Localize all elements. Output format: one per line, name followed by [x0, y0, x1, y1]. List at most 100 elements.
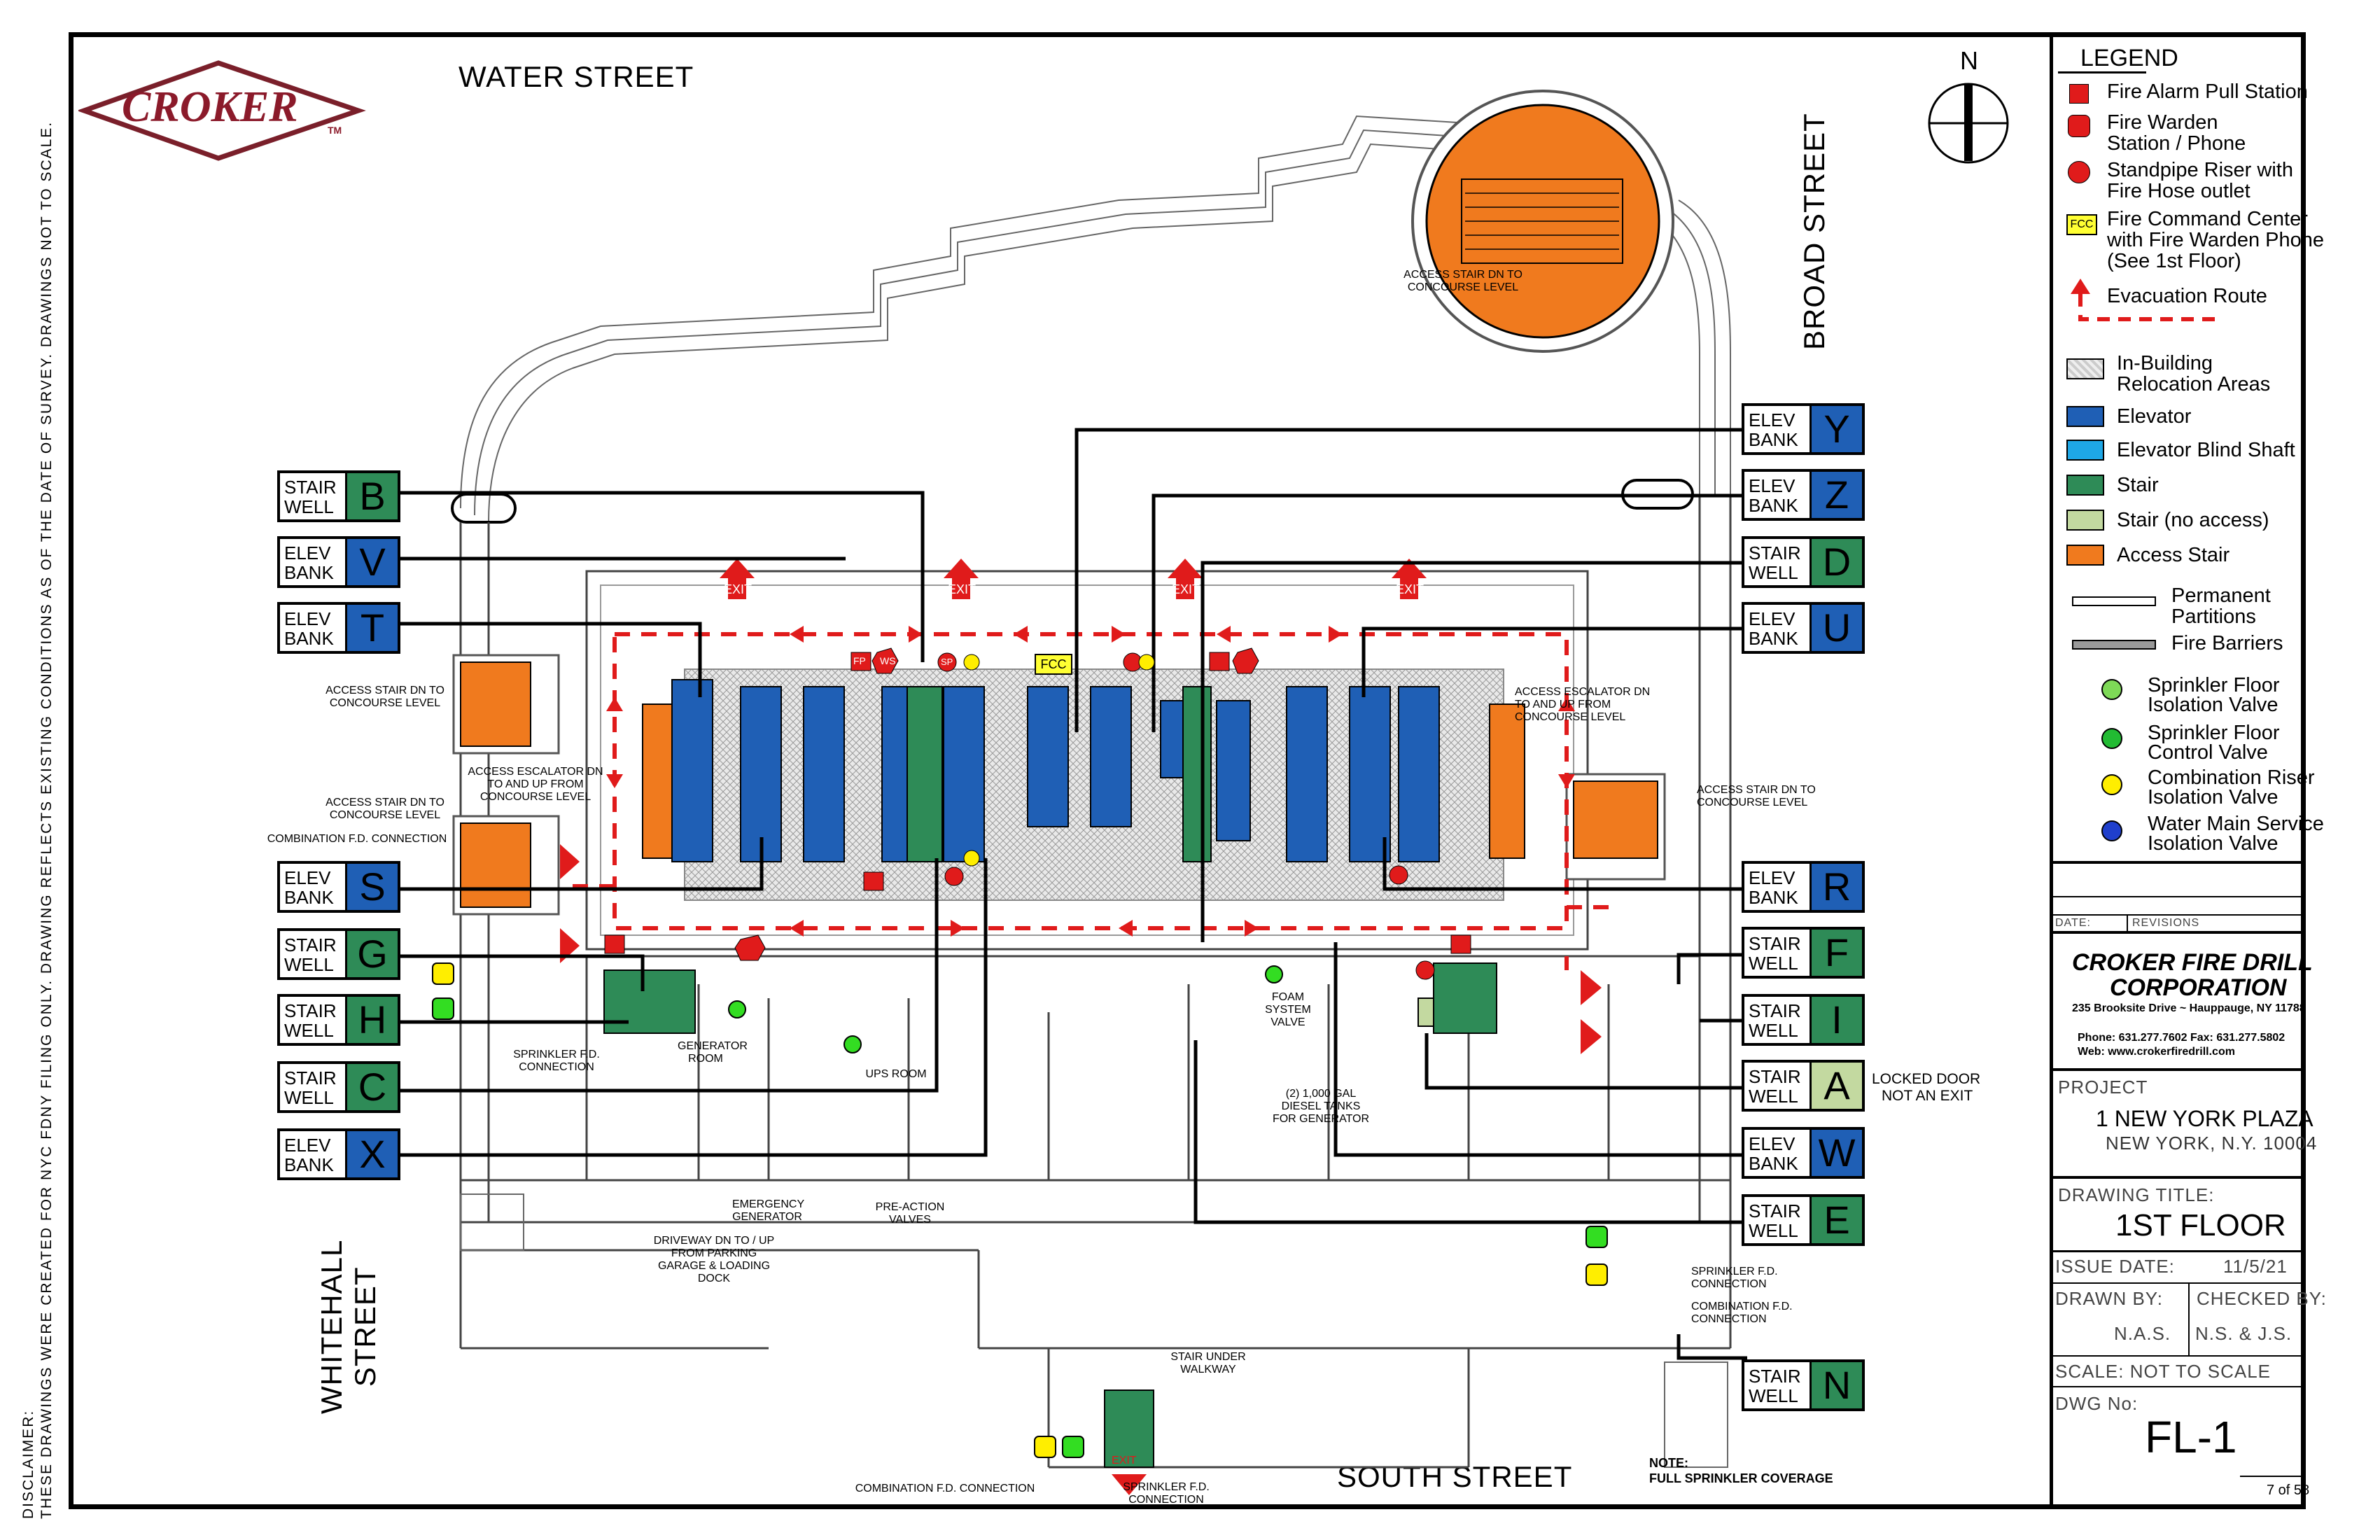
key-type: ELEV BANK: [280, 864, 347, 910]
key-letter: N: [1812, 1362, 1862, 1408]
note-combination-fd-right: COMBINATION F.D. CONNECTION: [1691, 1301, 1793, 1325]
tb-line-4: [2050, 931, 2306, 934]
key-letter: Z: [1812, 472, 1862, 518]
fp-label-1: FP: [853, 655, 866, 666]
standpipe-icon: [2068, 161, 2090, 183]
legend-access-stair: Access Stair: [2117, 544, 2230, 566]
legend-fcc-1: Fire Command Center: [2107, 208, 2308, 230]
key-letter: V: [347, 539, 398, 585]
legend-reloc-1: In-Building: [2117, 352, 2213, 374]
sprinkler-control-valve-icon: [2101, 728, 2122, 749]
key-type: ELEV BANK: [280, 539, 347, 585]
ws-label-1: WS: [880, 655, 896, 666]
relocation-swatch: [2066, 358, 2104, 379]
tb-revisions-label: REVISIONS: [2132, 917, 2200, 929]
key-type: STAIR WELL: [1744, 1362, 1812, 1408]
tb-company-2: CORPORATION: [2110, 974, 2287, 1001]
tb-line-3: [2050, 914, 2306, 916]
key-letter: R: [1812, 864, 1862, 910]
evac-arrows: [606, 626, 1575, 937]
disclaimer-title: DISCLAIMER:: [20, 1409, 36, 1519]
stair-no-access-a: [1418, 997, 1434, 1027]
key-type: ELEV BANK: [1744, 472, 1812, 518]
sheet-border: [69, 32, 2306, 1509]
exit-label-5: EXIT: [1112, 1455, 1137, 1466]
key-type: ELEV BANK: [1744, 864, 1812, 910]
legend-fcc-2: with Fire Warden Phone: [2107, 229, 2325, 251]
key-type: STAIR WELL: [280, 931, 347, 977]
tb-line-9: [2050, 1355, 2306, 1357]
key-letter: S: [347, 864, 398, 910]
fire-barrier-swatch: [2072, 640, 2156, 650]
tb-issue-date: 11/5/21: [2223, 1256, 2288, 1277]
note-emergency-generator: EMERGENCY GENERATOR: [732, 1198, 805, 1223]
tb-address: 235 Brooksite Drive ~ Hauppauge, NY 1178…: [2072, 1002, 2306, 1014]
note-diesel: (2) 1,000 GAL DIESEL TANKS FOR GENERATOR: [1272, 1088, 1370, 1125]
key-type: ELEV BANK: [1744, 406, 1812, 452]
round-access-stair: [1411, 90, 1674, 353]
fire-warden-icon: [2068, 115, 2090, 137]
tb-web: Web: www.crokerfiredrill.com: [2078, 1046, 2235, 1058]
legend-evac: Evacuation Route: [2107, 285, 2267, 307]
key-letter: T: [347, 605, 398, 651]
tb-line-5: [2050, 1068, 2306, 1071]
note-stair-under: STAIR UNDER WALKWAY: [1170, 1351, 1246, 1376]
note-generator-room: GENERATOR ROOM: [678, 1040, 748, 1065]
exit-label-1: EXIT: [724, 582, 752, 596]
key-letter: H: [347, 997, 398, 1043]
key-type: ELEV BANK: [280, 605, 347, 651]
key-type: ELEV BANK: [1744, 1130, 1812, 1176]
key-letter: Y: [1812, 406, 1862, 452]
tb-drawn-label: DRAWN BY:: [2055, 1288, 2163, 1309]
fire-alarm-icon: [2069, 84, 2089, 104]
note-access-stair-top: ACCESS STAIR DN TO CONCOURSE LEVEL: [1404, 269, 1522, 293]
sp-label-1: SP: [941, 657, 953, 667]
tb-checked: N.S. & J.S.: [2195, 1323, 2292, 1344]
note-access-stair-left2: ACCESS STAIR DN TO CONCOURSE LEVEL: [326, 797, 444, 821]
legend-sfiv-2: Isolation Valve: [2148, 694, 2278, 716]
sprinkler-isolation-valve-icon: [2101, 679, 2122, 700]
blind-shaft-swatch: [2066, 440, 2104, 461]
legend-standpipe-2: Fire Hose outlet: [2107, 180, 2250, 202]
tb-line-11: [2240, 1476, 2306, 1477]
legend-wms-1: Water Main Service: [2148, 813, 2324, 835]
key-type: STAIR WELL: [280, 997, 347, 1043]
note-combination-fd-left: COMBINATION F.D. CONNECTION: [267, 833, 447, 845]
croker-logo-diamond: [76, 60, 366, 161]
tb-drawing-title: 1ST FLOOR: [2115, 1208, 2286, 1242]
key-type: STAIR WELL: [1744, 1197, 1812, 1243]
note-sprinkler-fd-bottom: SPRINKLER F.D. CONNECTION: [1123, 1481, 1210, 1506]
tb-checked-label: CHECKED BY:: [2197, 1288, 2327, 1309]
legend-sfcv-2: Control Valve: [2148, 741, 2268, 764]
tb-dwg-label: DWG No:: [2055, 1393, 2138, 1414]
note-access-stair-right: ACCESS STAIR DN TO CONCOURSE LEVEL: [1697, 784, 1816, 808]
tb-line-1: [2050, 861, 2306, 864]
legend-criv-1: Combination Riser: [2148, 766, 2315, 789]
access-stairs-left: [452, 654, 678, 916]
legend-blind: Elevator Blind Shaft: [2117, 439, 2295, 461]
key-type: STAIR WELL: [1744, 997, 1812, 1043]
note-sprinkler-fd-left: SPRINKLER F.D. CONNECTION: [513, 1049, 600, 1073]
key-type: STAIR WELL: [280, 1064, 347, 1110]
permanent-partition-swatch: [2072, 596, 2156, 606]
evacuation-route-icon: [2071, 279, 2219, 321]
tb-company-1: CROKER FIRE DRILL: [2072, 949, 2313, 976]
note-sprinkler-fd-right: SPRINKLER F.D. CONNECTION: [1691, 1266, 1778, 1290]
tb-line-7: [2050, 1250, 2306, 1252]
key-type: ELEV BANK: [1744, 605, 1812, 651]
legend-fcc-3: (See 1st Floor): [2107, 250, 2241, 272]
key-leader-lines: [357, 428, 1747, 1360]
elevator-swatch: [2066, 406, 2104, 427]
